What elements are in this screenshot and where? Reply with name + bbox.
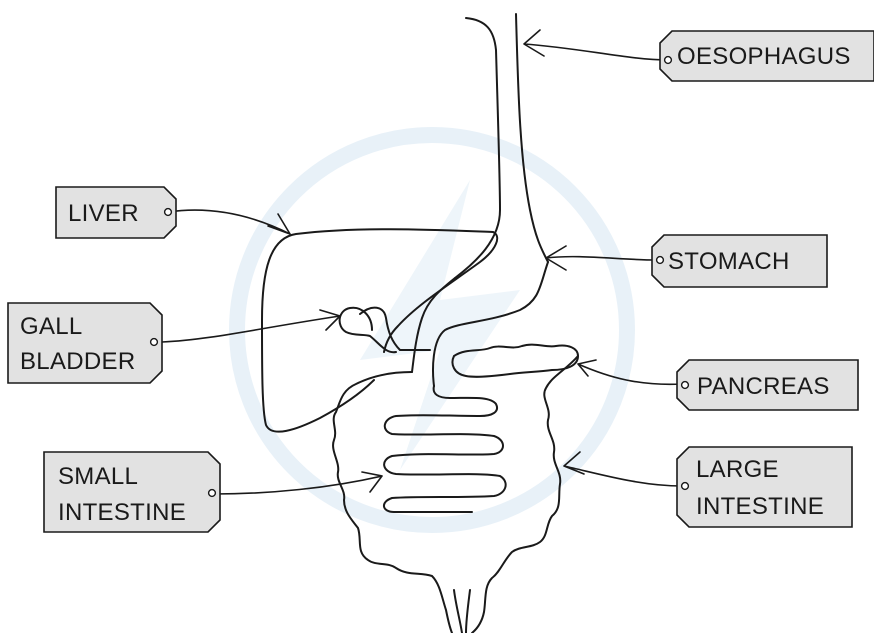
tag-gall-bladder-line2: BLADDER	[20, 348, 135, 375]
tag-large-intestine-line1: LARGE	[696, 456, 779, 483]
arrow-pancreas	[577, 359, 683, 386]
tag-stomach: STOMACH	[651, 234, 828, 288]
organs	[261, 13, 579, 633]
pointer-arrows	[161, 29, 683, 495]
small-intestine	[383, 385, 507, 513]
arrow-oesophagus	[523, 29, 669, 61]
tag-liver: LIVER	[55, 186, 177, 239]
tag-large-intestine: LARGE INTESTINE	[676, 446, 853, 528]
tag-pancreas-label: PANCREAS	[697, 373, 830, 400]
liver-lower-edge	[383, 231, 499, 353]
tag-oesophagus-label: OESOPHAGUS	[677, 43, 851, 70]
rectum	[453, 589, 471, 633]
arrow-liver	[167, 209, 291, 235]
oesophagus	[515, 13, 549, 263]
arrow-small-intestine	[213, 471, 383, 495]
arrow-gall-bladder	[161, 309, 341, 343]
tag-gall-bladder: GALL BLADDER	[7, 302, 163, 384]
tag-small-intestine: SMALL INTESTINE	[43, 451, 221, 533]
gall-bladder	[338, 306, 397, 354]
liver	[261, 228, 494, 433]
tag-liver-label: LIVER	[68, 200, 139, 227]
large-intestine-right	[471, 355, 579, 633]
large-intestine	[332, 371, 453, 633]
tag-gall-bladder-line1: GALL	[20, 313, 83, 340]
oesophagus-inner-wall	[454, 17, 501, 279]
tag-stomach-label: STOMACH	[668, 248, 790, 275]
stomach	[432, 261, 549, 387]
tag-small-intestine-line2: INTESTINE	[58, 499, 186, 526]
arrow-stomach	[545, 245, 657, 271]
tag-oesophagus: OESOPHAGUS	[659, 30, 874, 82]
arrow-large-intestine	[563, 451, 683, 487]
tag-pancreas: PANCREAS	[676, 359, 859, 411]
tag-large-intestine-line2: INTESTINE	[696, 493, 824, 520]
bile-duct	[359, 306, 431, 351]
tag-small-intestine-line1: SMALL	[58, 463, 138, 490]
watermark-logo	[229, 127, 635, 533]
